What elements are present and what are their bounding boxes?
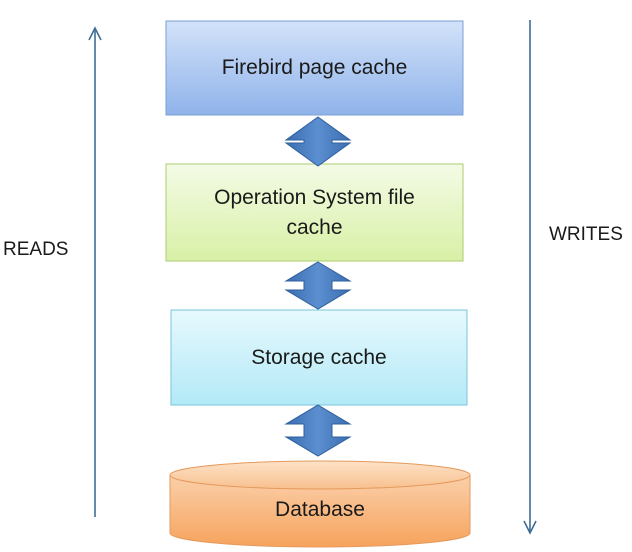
database-cylinder (169, 460, 471, 548)
connector-arrow-1 (284, 116, 352, 167)
storage-cache-box (170, 309, 468, 406)
connector-arrow-3 (284, 404, 352, 457)
storage-cache-label: Storage cache (251, 345, 387, 369)
reads-direction-arrow (88, 26, 102, 517)
os-file-cache-box (165, 163, 464, 262)
firebird-page-cache-label: Firebird page cache (221, 56, 408, 79)
connector-arrow-2 (284, 261, 352, 310)
writes-label: WRITES (549, 224, 623, 245)
firebird-page-cache-box (165, 20, 464, 116)
writes-direction-arrow (523, 20, 537, 535)
database-label: Database (275, 498, 365, 521)
os-file-cache-label: Operation System file cache (214, 185, 415, 239)
reads-label: READS (3, 239, 69, 260)
